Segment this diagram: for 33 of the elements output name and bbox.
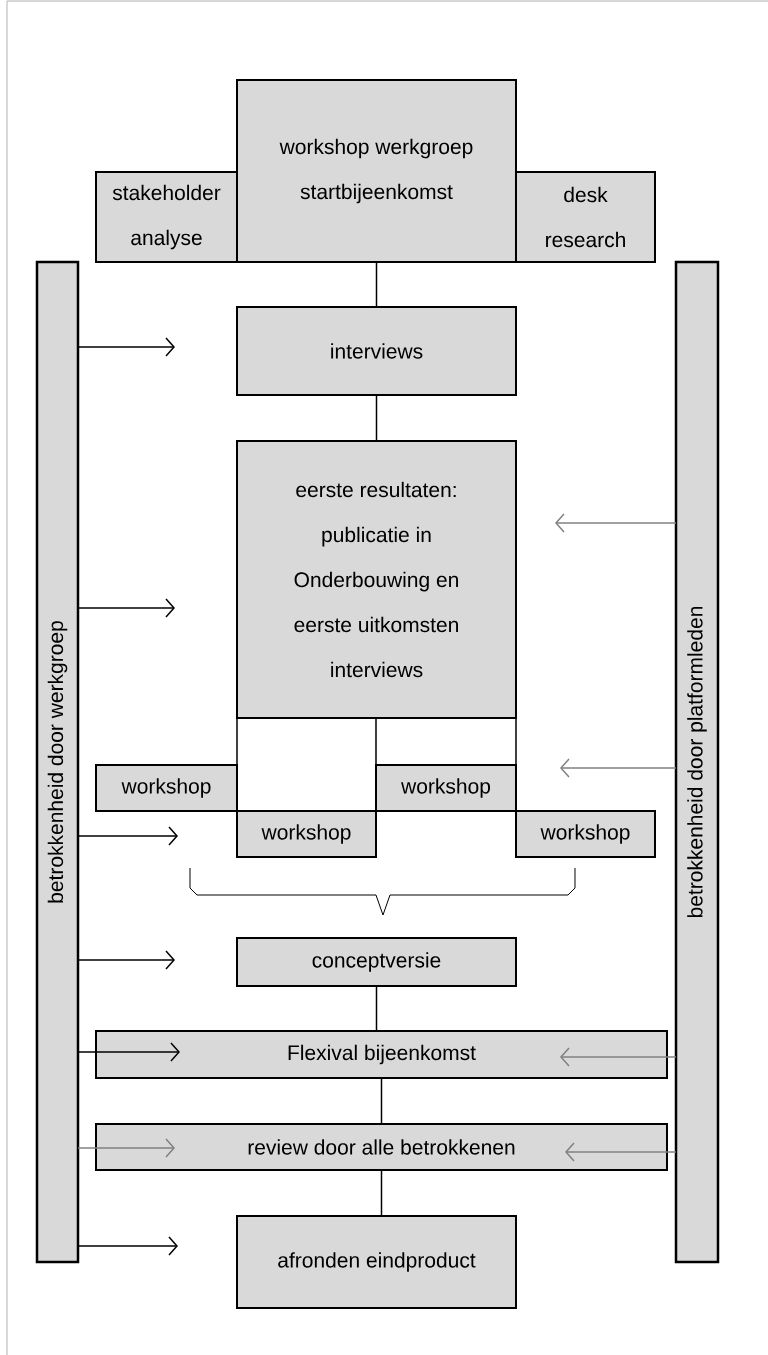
side-bar: betrokkenheid door platformleden bbox=[674, 260, 720, 1264]
process-box: workshop bbox=[236, 810, 377, 858]
arrow bbox=[77, 598, 175, 618]
connector-line bbox=[375, 717, 377, 766]
arrow bbox=[77, 1236, 178, 1256]
arrow bbox=[77, 337, 175, 357]
side-bar: betrokkenheid door werkgroep bbox=[35, 260, 80, 1264]
connector-line bbox=[380, 1169, 383, 1217]
process-box: conceptversie bbox=[236, 937, 517, 987]
arrow bbox=[77, 950, 175, 970]
process-box: workshop bbox=[375, 764, 517, 812]
process-box: eerste resultaten: publicatie in Onderbouwing en eerste uitkomsten interviews bbox=[236, 440, 517, 719]
process-box: review door alle betrokkenen bbox=[95, 1123, 668, 1171]
connector-line bbox=[380, 1077, 383, 1125]
arrow bbox=[77, 1042, 180, 1062]
arrow bbox=[77, 826, 178, 846]
process-box: workshop bbox=[95, 764, 238, 812]
connector-line bbox=[515, 717, 517, 812]
connector-line bbox=[375, 985, 378, 1032]
process-box: interviews bbox=[236, 306, 517, 396]
connector-line bbox=[375, 394, 378, 442]
process-box: stakeholder analyse bbox=[95, 171, 238, 263]
arrow bbox=[560, 758, 677, 778]
arrow bbox=[560, 1047, 677, 1067]
connector-line bbox=[236, 717, 238, 812]
arrow bbox=[555, 513, 677, 533]
process-box: workshop bbox=[515, 810, 656, 858]
process-box: afronden eindproduct bbox=[236, 1215, 517, 1309]
connector-line bbox=[375, 261, 378, 308]
arrow bbox=[565, 1142, 677, 1162]
process-box: Flexival bijeenkomst bbox=[95, 1030, 668, 1079]
process-box: desk research bbox=[515, 171, 656, 263]
arrow bbox=[77, 1138, 175, 1158]
